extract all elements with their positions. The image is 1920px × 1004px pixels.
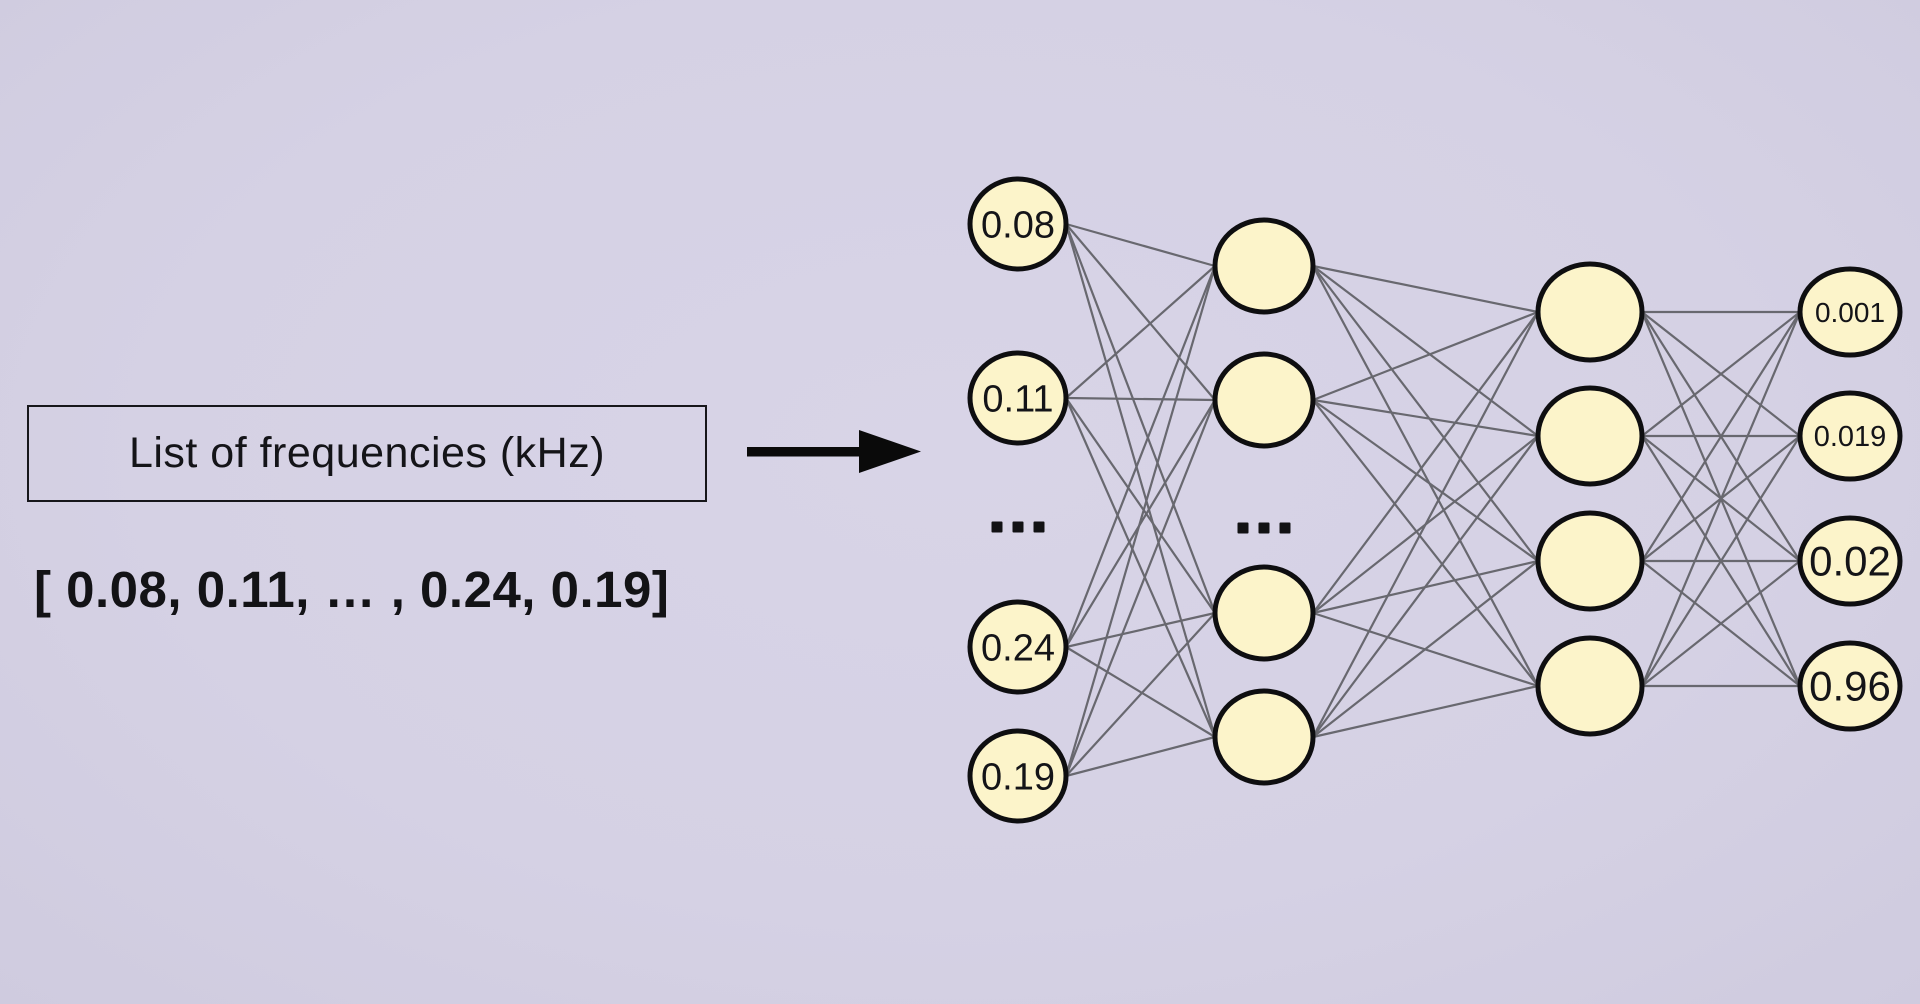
- hidden-layer-2-node-4: [1535, 635, 1645, 737]
- arrow-shaft: [747, 447, 863, 457]
- output-layer-node-2: [1797, 390, 1903, 482]
- network-edge: [1312, 311, 1539, 614]
- input-layer-node-4-label: 0.19: [981, 756, 1055, 798]
- hidden-layer-1-node-1: [1212, 217, 1316, 315]
- input-layer-node-4: [967, 728, 1069, 824]
- network-edge: [1312, 399, 1539, 687]
- network-edge: [1312, 265, 1539, 562]
- input-layer-node-3-label: 0.24: [981, 627, 1055, 669]
- network-edge: [1312, 435, 1539, 738]
- hidden-layer-1-ellipsis-dot: [1258, 522, 1270, 534]
- output-layer-node-3: [1797, 515, 1903, 607]
- hidden-layer-1-node-2: [1212, 351, 1316, 449]
- network-edge: [1312, 265, 1539, 687]
- input-layer-node-2-label: 0.11: [982, 378, 1053, 420]
- output-layer-node-3-label: 0.02: [1809, 538, 1891, 585]
- arrow-head: [859, 430, 921, 473]
- network-edge: [1064, 265, 1217, 777]
- network-edge: [1065, 397, 1216, 614]
- input-layer-node-1-label: 0.08: [981, 204, 1055, 246]
- hidden-layer-1-ellipsis-dot: [1279, 522, 1291, 534]
- network-edge: [1064, 223, 1217, 738]
- network-edge: [1065, 646, 1216, 738]
- network-edge: [1065, 612, 1216, 777]
- network-edge: [1312, 264, 1539, 314]
- hidden-layer-1-ellipsis-dot: [1237, 522, 1249, 534]
- network-edge: [1641, 311, 1801, 562]
- hidden-layer-2-node-1: [1535, 261, 1645, 363]
- network-edge: [1641, 311, 1801, 437]
- input-layer-ellipsis-dot: [1033, 521, 1045, 533]
- network-edge: [1064, 265, 1217, 648]
- hidden-layer-2-node-2: [1535, 385, 1645, 487]
- network-edge: [1312, 398, 1539, 438]
- output-layer-node-2-label: 0.019: [1814, 421, 1887, 453]
- network-edges: [1064, 222, 1802, 778]
- network-edge: [1065, 223, 1216, 401]
- network-edge: [1065, 222, 1216, 268]
- network-edge: [1064, 223, 1217, 614]
- network-edge: [1065, 265, 1216, 399]
- input-layer-ellipsis-dot: [1012, 521, 1024, 533]
- input-layer-node-3: [967, 599, 1069, 695]
- frequencies-list-text: [ 0.08, 0.11, … , 0.24, 0.19]: [34, 561, 670, 618]
- network-edge: [1064, 397, 1217, 738]
- network-edge: [1312, 310, 1539, 402]
- network-edge: [1312, 399, 1539, 562]
- network-ellipsis-marks: [991, 521, 1291, 534]
- network-edge: [1312, 684, 1539, 739]
- hidden-layer-2-node-3: [1535, 510, 1645, 612]
- right-arrow-icon: [747, 430, 921, 473]
- input-layer-node-1: [967, 176, 1069, 272]
- hidden-layer-1-node-4: [1212, 688, 1316, 786]
- output-layer-node-4-label: 0.96: [1809, 663, 1891, 710]
- network-edge: [1065, 735, 1216, 778]
- input-layer-ellipsis-dot: [991, 521, 1003, 533]
- output-layer-node-4: [1797, 640, 1903, 732]
- input-layer-node-2: [967, 350, 1069, 446]
- output-layer-node-1: [1797, 266, 1903, 358]
- network-nodes: 0.08 0.11 0.24 0.19 0.001 0.019 0.02 0.96: [967, 176, 1903, 824]
- network-edge: [1640, 311, 1802, 687]
- network-edge: [1064, 399, 1217, 777]
- network-edge: [1641, 560, 1801, 687]
- frequencies-box: List of frequencies (kHz): [27, 405, 707, 502]
- network-edge: [1312, 265, 1539, 437]
- hidden-layer-1-node-3: [1212, 564, 1316, 662]
- frequencies-box-label: List of frequencies (kHz): [128, 429, 606, 477]
- network-edge: [1312, 311, 1539, 738]
- network-edge: [1641, 435, 1801, 687]
- network-edge: [1065, 396, 1216, 402]
- network-edge: [1065, 611, 1216, 649]
- output-layer-node-1-label: 0.001: [1815, 297, 1885, 328]
- network-edge: [1312, 560, 1539, 738]
